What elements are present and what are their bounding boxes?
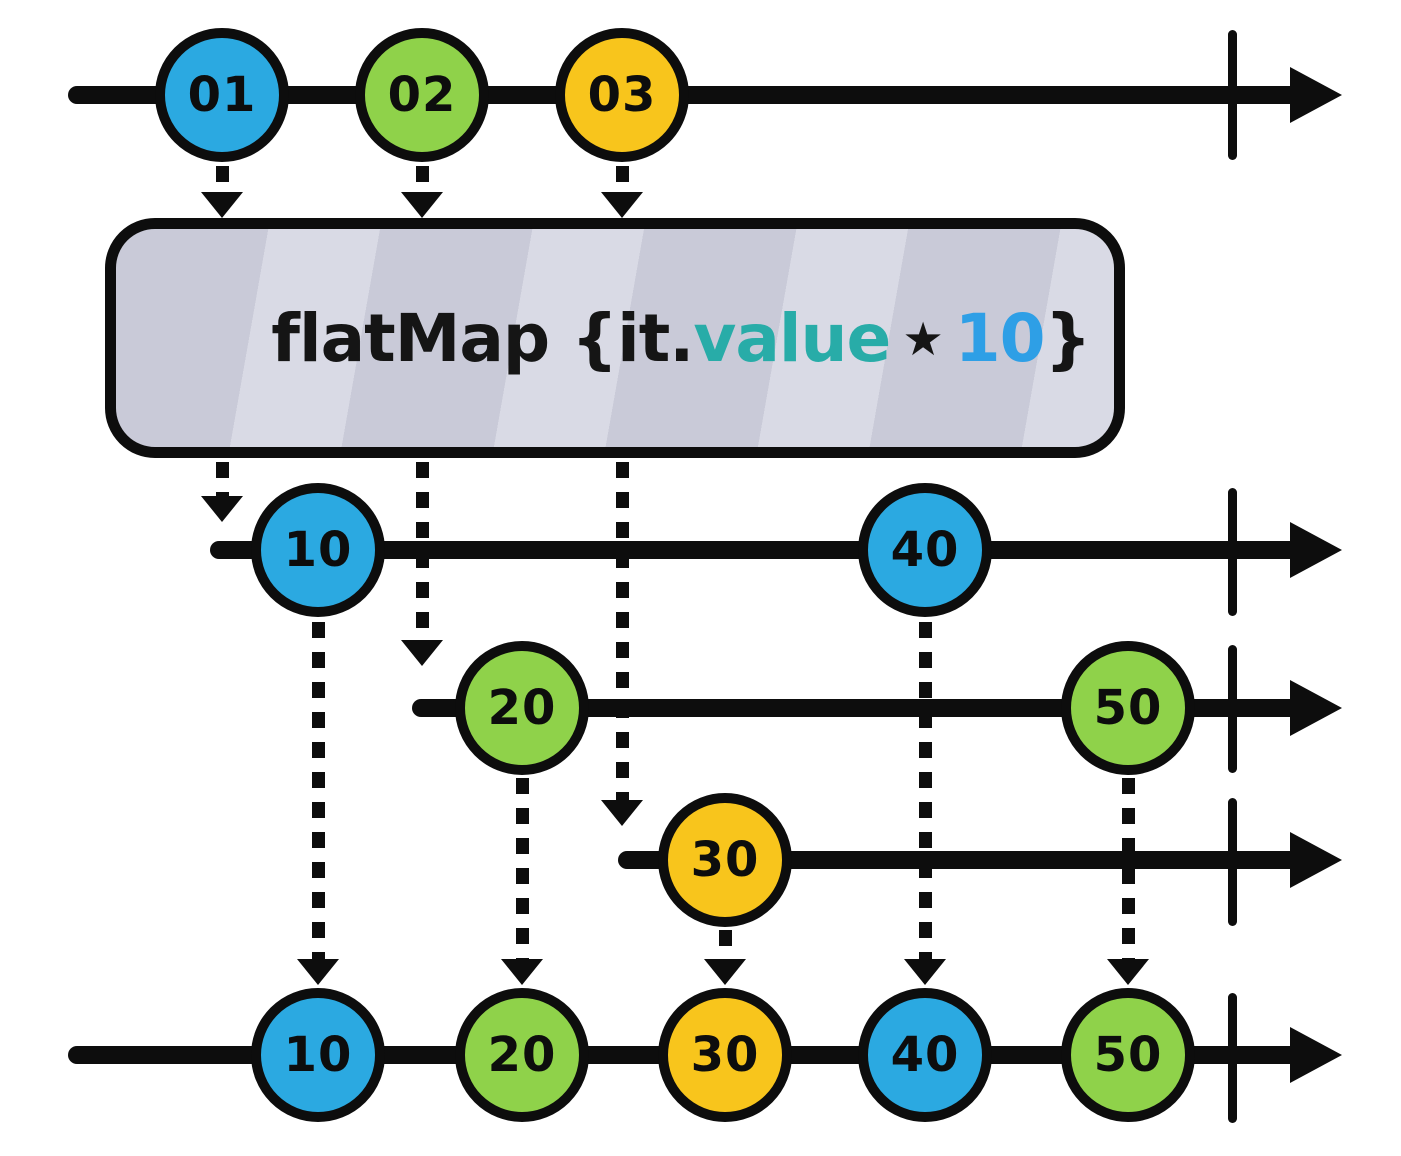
arrow-shaft bbox=[515, 778, 529, 959]
marble-source-03: 03 bbox=[555, 28, 689, 162]
arrow-head-icon bbox=[201, 496, 243, 522]
marble-source-02: 02 bbox=[355, 28, 489, 162]
multiply-star-icon: ★ bbox=[902, 311, 943, 366]
arrow-shaft bbox=[615, 166, 629, 192]
marble-label: 10 bbox=[283, 522, 353, 578]
arrow-head-icon bbox=[704, 959, 746, 985]
marble-label: 01 bbox=[187, 67, 257, 123]
arrow-shaft bbox=[215, 166, 229, 192]
merge-arrow-40-icon bbox=[903, 622, 947, 985]
operator-multiplier: 10 bbox=[954, 299, 1046, 377]
arrow-head-icon bbox=[601, 192, 643, 218]
marble-label: 40 bbox=[890, 522, 960, 578]
arrow-head-icon bbox=[1107, 959, 1149, 985]
arrow-shaft bbox=[918, 622, 932, 959]
marble-output-20: 20 bbox=[455, 988, 589, 1122]
marble-label: 50 bbox=[1093, 1027, 1163, 1083]
arrow-head-icon bbox=[201, 192, 243, 218]
merge-arrow-50-icon bbox=[1106, 778, 1150, 985]
inner-timeline-1-line bbox=[210, 541, 1310, 559]
source-timeline-end-tick bbox=[1228, 30, 1237, 160]
marble-inner2-20: 20 bbox=[455, 641, 589, 775]
box-output-arrow-3-icon bbox=[600, 462, 644, 826]
emit-arrow-02-icon bbox=[400, 166, 444, 218]
source-timeline-arrowhead-icon bbox=[1290, 67, 1342, 123]
inner-timeline-1-arrowhead-icon bbox=[1290, 522, 1342, 578]
merge-arrow-10-icon bbox=[296, 622, 340, 985]
marble-label: 30 bbox=[690, 1027, 760, 1083]
arrow-head-icon bbox=[401, 640, 443, 666]
marble-output-50: 50 bbox=[1061, 988, 1195, 1122]
marble-label: 10 bbox=[283, 1027, 353, 1083]
inner-timeline-3-end-tick bbox=[1228, 798, 1237, 926]
marble-inner1-40: 40 bbox=[858, 483, 992, 617]
emit-arrow-03-icon bbox=[600, 166, 644, 218]
marble-inner1-10: 10 bbox=[251, 483, 385, 617]
inner-timeline-1-end-tick bbox=[1228, 488, 1237, 616]
marble-output-40: 40 bbox=[858, 988, 992, 1122]
marble-inner3-30: 30 bbox=[658, 793, 792, 927]
marble-label: 20 bbox=[487, 680, 557, 736]
inner-timeline-3-arrowhead-icon bbox=[1290, 832, 1342, 888]
operator-prefix: flatMap {it. bbox=[271, 299, 694, 377]
box-output-arrow-2-icon bbox=[400, 462, 444, 666]
marble-label: 20 bbox=[487, 1027, 557, 1083]
operator-property: value bbox=[693, 299, 891, 377]
emit-arrow-01-icon bbox=[200, 166, 244, 218]
inner-timeline-2-arrowhead-icon bbox=[1290, 680, 1342, 736]
box-output-arrow-1-icon bbox=[200, 462, 244, 522]
marble-output-30: 30 bbox=[658, 988, 792, 1122]
arrow-head-icon bbox=[297, 959, 339, 985]
arrow-shaft bbox=[215, 462, 229, 496]
operator-box: flatMap {it.value★10} bbox=[105, 218, 1125, 458]
marble-source-01: 01 bbox=[155, 28, 289, 162]
arrow-shaft bbox=[311, 622, 325, 959]
marble-label: 50 bbox=[1093, 680, 1163, 736]
merge-arrow-20-icon bbox=[500, 778, 544, 985]
marble-inner2-50: 50 bbox=[1061, 641, 1195, 775]
arrow-shaft bbox=[615, 462, 629, 800]
marble-label: 40 bbox=[890, 1027, 960, 1083]
arrow-head-icon bbox=[601, 800, 643, 826]
operator-suffix: } bbox=[1044, 299, 1092, 377]
arrow-head-icon bbox=[501, 959, 543, 985]
marble-label: 03 bbox=[587, 67, 657, 123]
marble-label: 02 bbox=[387, 67, 457, 123]
merge-arrow-30-icon bbox=[703, 930, 747, 985]
marble-output-10: 10 bbox=[251, 988, 385, 1122]
output-timeline-arrowhead-icon bbox=[1290, 1027, 1342, 1083]
arrow-shaft bbox=[415, 166, 429, 192]
operator-expression: flatMap {it.value★10} bbox=[139, 223, 1092, 454]
arrow-head-icon bbox=[401, 192, 443, 218]
arrow-head-icon bbox=[904, 959, 946, 985]
arrow-shaft bbox=[718, 930, 732, 959]
marble-label: 30 bbox=[690, 832, 760, 888]
inner-timeline-2-end-tick bbox=[1228, 645, 1237, 773]
output-timeline-end-tick bbox=[1228, 993, 1237, 1123]
